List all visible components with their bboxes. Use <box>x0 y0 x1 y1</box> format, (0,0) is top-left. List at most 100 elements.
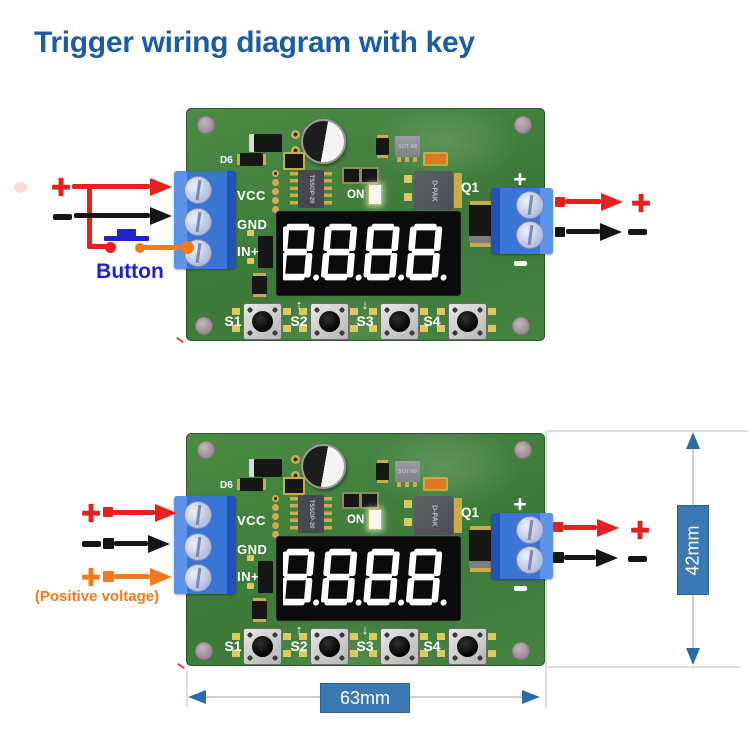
terminal-block-left <box>174 171 236 269</box>
ic-icon <box>258 236 273 268</box>
button-pads-icon <box>437 306 496 336</box>
button-s2[interactable] <box>310 303 349 340</box>
component-icon <box>252 276 267 294</box>
main-chip-icon: TSSOP-20 <box>290 495 332 533</box>
screw-icon <box>516 546 544 574</box>
pcb-board: SOT-89 D6 TSSOP-20 ON D-PAK Q1 <box>174 433 553 666</box>
regulator-icon: SOT-89 <box>395 461 420 487</box>
screw-icon <box>516 191 544 219</box>
button-pads-icon <box>369 306 428 336</box>
transistor-icon <box>376 463 389 480</box>
chip-text: D-PAK <box>430 504 437 527</box>
component-icon <box>342 492 361 509</box>
chip-text: SOT-89 <box>398 143 417 150</box>
pad-column-icon <box>272 495 279 502</box>
mounting-hole-icon <box>512 317 530 335</box>
component-icon <box>360 492 379 509</box>
edge-artifact <box>176 336 184 344</box>
black-output-wire <box>564 548 618 567</box>
solder-pad-icon <box>291 130 300 139</box>
extension-line <box>186 670 188 707</box>
button-symbol <box>104 236 149 241</box>
button-s4[interactable] <box>448 303 487 340</box>
mounting-hole-icon <box>512 642 530 660</box>
minus-label <box>82 541 101 547</box>
chip-text: TSSOP-20 <box>308 499 314 529</box>
chip-text: TSSOP-20 <box>308 174 314 204</box>
terminal-label-vcc: VCC <box>237 188 266 203</box>
resistor-icon <box>423 152 448 166</box>
led-icon <box>368 184 382 205</box>
button-s4[interactable] <box>448 628 487 665</box>
button-s1[interactable] <box>243 303 282 340</box>
terminal-block-right <box>491 188 553 254</box>
diode-icon <box>469 530 492 568</box>
black-negative-wire <box>74 206 172 225</box>
silk-label-on: ON <box>347 189 365 201</box>
button-pads-icon <box>232 306 291 336</box>
pcb-board: SOT-89 D6 TSSOP-20 ON D-PAK Q1 <box>174 108 553 341</box>
button-pads-icon <box>437 631 496 661</box>
silk-label-q1: Q1 <box>461 505 480 520</box>
plus-label: + <box>630 511 650 548</box>
mounting-hole-icon <box>514 441 532 459</box>
display-digits <box>283 223 447 281</box>
red-output-wire <box>565 192 623 211</box>
plus-label: + <box>81 558 101 595</box>
chip-text: SOT-89 <box>398 468 417 475</box>
diode-icon <box>240 153 263 166</box>
component-icon <box>283 477 305 495</box>
component-icon <box>360 167 379 184</box>
mounting-hole-icon <box>197 441 215 459</box>
button-pads-icon <box>299 306 358 336</box>
orange-trigger-wire <box>114 567 172 586</box>
ic-icon <box>258 561 273 593</box>
terminal-label-gnd: GND <box>237 217 268 232</box>
red-positive-wire <box>72 177 172 196</box>
solder-pad-icon <box>404 193 412 201</box>
output-minus-mark <box>514 261 527 266</box>
button-s3[interactable] <box>380 303 419 340</box>
screw-icon <box>184 533 212 561</box>
minus-label <box>628 556 647 562</box>
mosfet-icon: D-PAK <box>414 496 453 535</box>
wire-start-square <box>555 227 565 237</box>
screw-icon <box>184 564 212 592</box>
solder-pad-icon <box>291 471 300 480</box>
capacitor-icon <box>301 119 346 164</box>
button-label-s3: S3 <box>356 313 374 329</box>
main-chip-icon: TSSOP-20 <box>290 170 332 208</box>
terminal-label-gnd: GND <box>237 542 268 557</box>
screw-icon <box>184 176 212 204</box>
button-symbol-actuator <box>117 229 136 237</box>
mosfet-tab-icon <box>454 173 462 208</box>
button-pads-icon <box>369 631 428 661</box>
component-icon <box>342 167 361 184</box>
plus-label: + <box>631 184 651 221</box>
diode-icon <box>469 205 492 243</box>
button-s2[interactable] <box>310 628 349 665</box>
width-dimension-label: 63mm <box>320 683 410 713</box>
height-dimension-label: 42mm <box>677 505 709 595</box>
display-digits <box>283 548 447 606</box>
black-output-wire <box>566 222 622 241</box>
screw-icon <box>516 516 544 544</box>
silk-label-d6: D6 <box>220 480 233 491</box>
button-pads-icon <box>299 631 358 661</box>
solder-pad-icon <box>291 455 300 464</box>
wire-start-square <box>555 197 565 207</box>
diode-icon <box>249 459 282 477</box>
button-s1[interactable] <box>243 628 282 665</box>
chip-text: D-PAK <box>430 179 437 202</box>
solder-pad-icon <box>247 555 254 561</box>
silk-label-on: ON <box>347 514 365 526</box>
button-s3[interactable] <box>380 628 419 665</box>
solder-pad-icon <box>247 583 254 589</box>
silk-label-d6: D6 <box>220 155 233 166</box>
mounting-hole-icon <box>195 317 213 335</box>
button-label-s1: S1 <box>224 638 242 654</box>
output-minus-mark <box>514 586 527 591</box>
extension-line <box>548 666 740 668</box>
pad-column-icon <box>272 170 279 177</box>
